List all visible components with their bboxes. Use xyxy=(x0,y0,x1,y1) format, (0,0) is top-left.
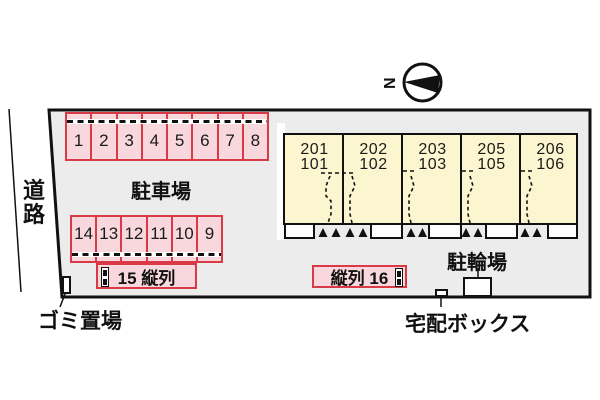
delivery-box xyxy=(435,289,448,297)
unit-202-102: 202 102 xyxy=(344,141,403,173)
road-label: 道路 xyxy=(23,178,46,227)
parking-space-10: 10 xyxy=(170,217,196,261)
parking-space-2: 2 xyxy=(90,114,115,159)
tandem-space-15: 15 縦列 xyxy=(96,263,197,289)
unit-201-101: 201 101 xyxy=(285,141,344,173)
parking-space-6: 6 xyxy=(191,114,216,159)
parking-area-label: 駐車場 xyxy=(131,181,191,203)
parking-row-bottom: 14 13 12 11 10 9 xyxy=(70,215,223,263)
step-triangle-icon xyxy=(418,228,427,237)
unit-upper-number: 203 xyxy=(418,141,447,158)
unit-upper-number: 206 xyxy=(536,141,565,158)
garbage-area-label: ゴミ置場 xyxy=(38,310,122,333)
bicycle-parking-area xyxy=(463,277,492,297)
garbage-area xyxy=(62,276,71,294)
step-triangle-icon xyxy=(358,228,368,237)
road-edge-line xyxy=(8,108,22,293)
delivery-box-label: 宅配ボックス xyxy=(405,313,531,336)
unit-206-106: 206 106 xyxy=(521,141,580,173)
bicycle-parking-label: 駐輪場 xyxy=(447,252,507,274)
parking-space-8: 8 xyxy=(241,114,267,159)
compass-needle-icon xyxy=(404,75,440,93)
unit-205-105: 205 105 xyxy=(462,141,521,173)
tandem-space-15-label: 15 縦列 xyxy=(117,268,176,288)
parking-space-4: 4 xyxy=(140,114,166,159)
parking-space-1: 1 xyxy=(73,130,84,150)
entrance-porch xyxy=(284,223,315,239)
entrance-porch xyxy=(547,223,578,239)
parking-space-3: 3 xyxy=(115,114,141,159)
parking-space-5: 5 xyxy=(166,114,191,159)
parking-space-9: 9 xyxy=(195,217,221,261)
car-stopper-icon xyxy=(395,268,403,287)
step-triangle-icon xyxy=(532,228,542,237)
unit-lower-number: 105 xyxy=(477,156,506,173)
unit-upper-number: 202 xyxy=(359,141,388,158)
step-triangle-icon xyxy=(318,228,328,237)
tandem-space-16: 縦列 16 xyxy=(312,265,407,288)
car-stopper-icon xyxy=(101,267,109,287)
parking-space-13: 13 xyxy=(95,217,120,261)
unit-lower-number: 103 xyxy=(418,156,447,173)
unit-lower-number: 106 xyxy=(536,156,565,173)
step-triangle-icon xyxy=(473,228,483,237)
step-triangle-icon xyxy=(406,228,416,237)
parking-space-12: 12 xyxy=(120,217,145,261)
apartment-building: 201 101 202 102 203 103 205 105 206 106 xyxy=(283,133,578,225)
step-triangle-icon xyxy=(520,228,530,237)
unit-203-103: 203 103 xyxy=(403,141,462,173)
entrance-porch xyxy=(428,223,462,239)
unit-upper-number: 201 xyxy=(300,141,329,158)
parking-space-7: 7 xyxy=(216,114,242,159)
step-triangle-icon xyxy=(331,228,341,237)
parking-row-top: 1 2 3 4 5 6 7 8 xyxy=(65,112,269,161)
unit-upper-number: 205 xyxy=(477,141,506,158)
unit-lower-number: 102 xyxy=(359,156,388,173)
tandem-space-16-label: 縦列 16 xyxy=(330,269,389,288)
unit-lower-number: 101 xyxy=(300,156,329,173)
parking-space-11: 11 xyxy=(145,217,171,261)
step-triangle-icon xyxy=(345,228,355,237)
compass-north-label: N xyxy=(382,77,399,89)
compass-circle-icon xyxy=(402,62,443,103)
parking-space-14: 14 xyxy=(74,224,94,243)
entrance-porch xyxy=(485,223,518,239)
entrance-porch xyxy=(370,223,403,239)
step-triangle-icon xyxy=(461,228,471,237)
